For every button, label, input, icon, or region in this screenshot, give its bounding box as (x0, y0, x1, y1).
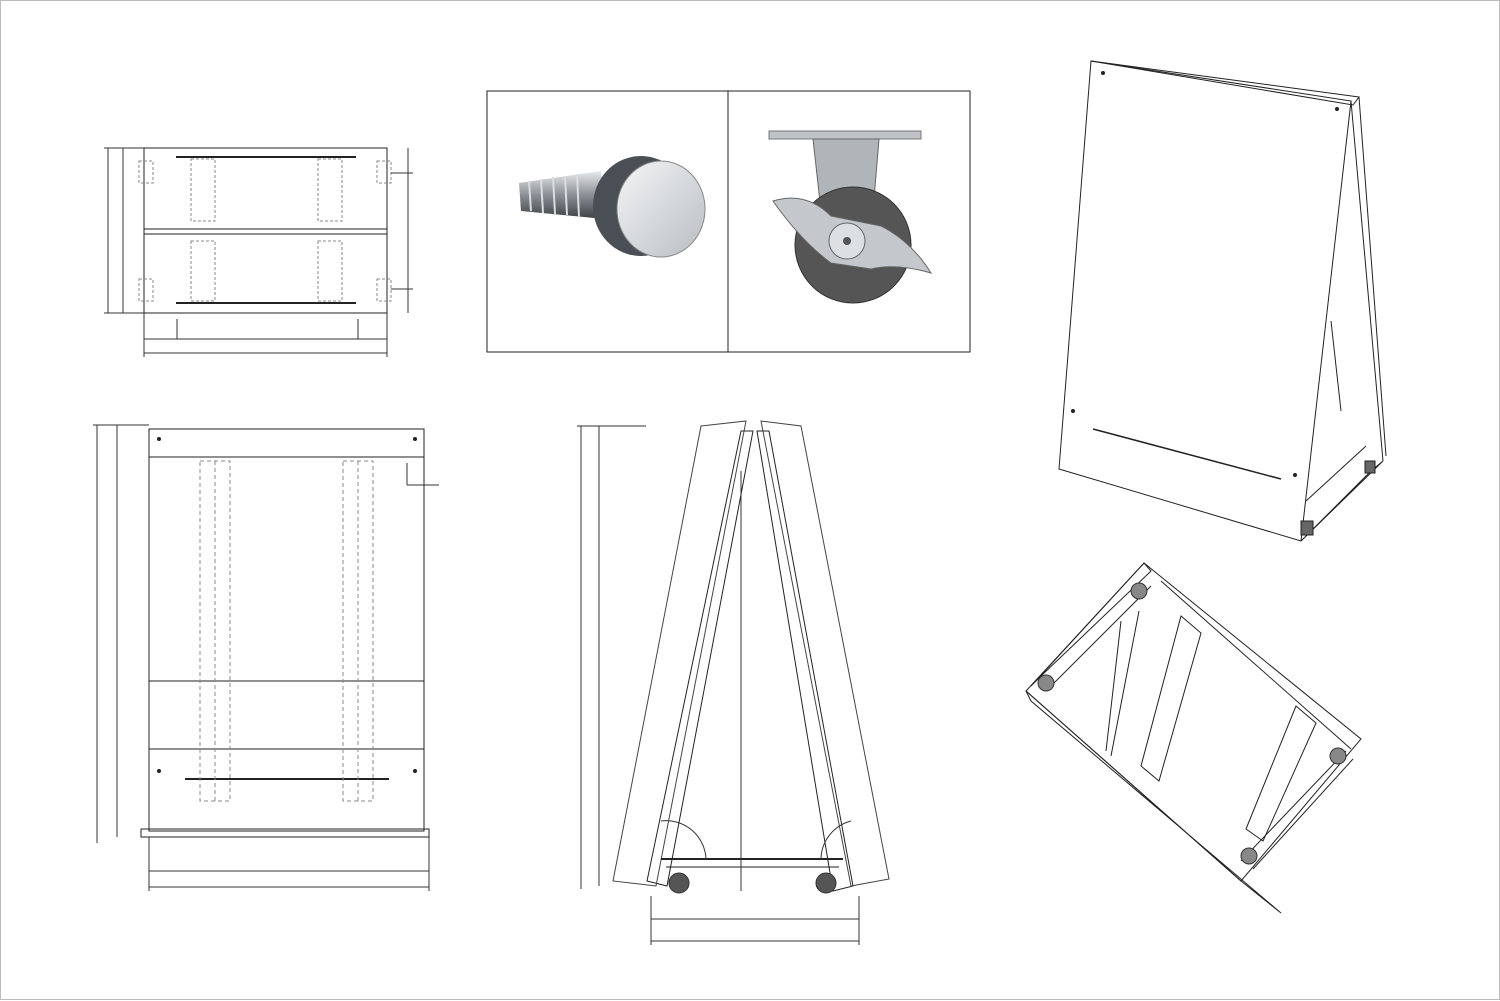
thumb-screw-image (519, 156, 706, 258)
caster-symbols (668, 872, 837, 894)
isometric-front-view (1058, 60, 1387, 542)
locking-caster-image (768, 130, 933, 304)
parts-photos (486, 90, 971, 353)
top-plan-view (104, 147, 413, 357)
side-elevation (577, 420, 890, 945)
caster-symbols (1037, 582, 1347, 865)
front-elevation (93, 424, 439, 891)
isometric-underside-view (1025, 562, 1362, 914)
